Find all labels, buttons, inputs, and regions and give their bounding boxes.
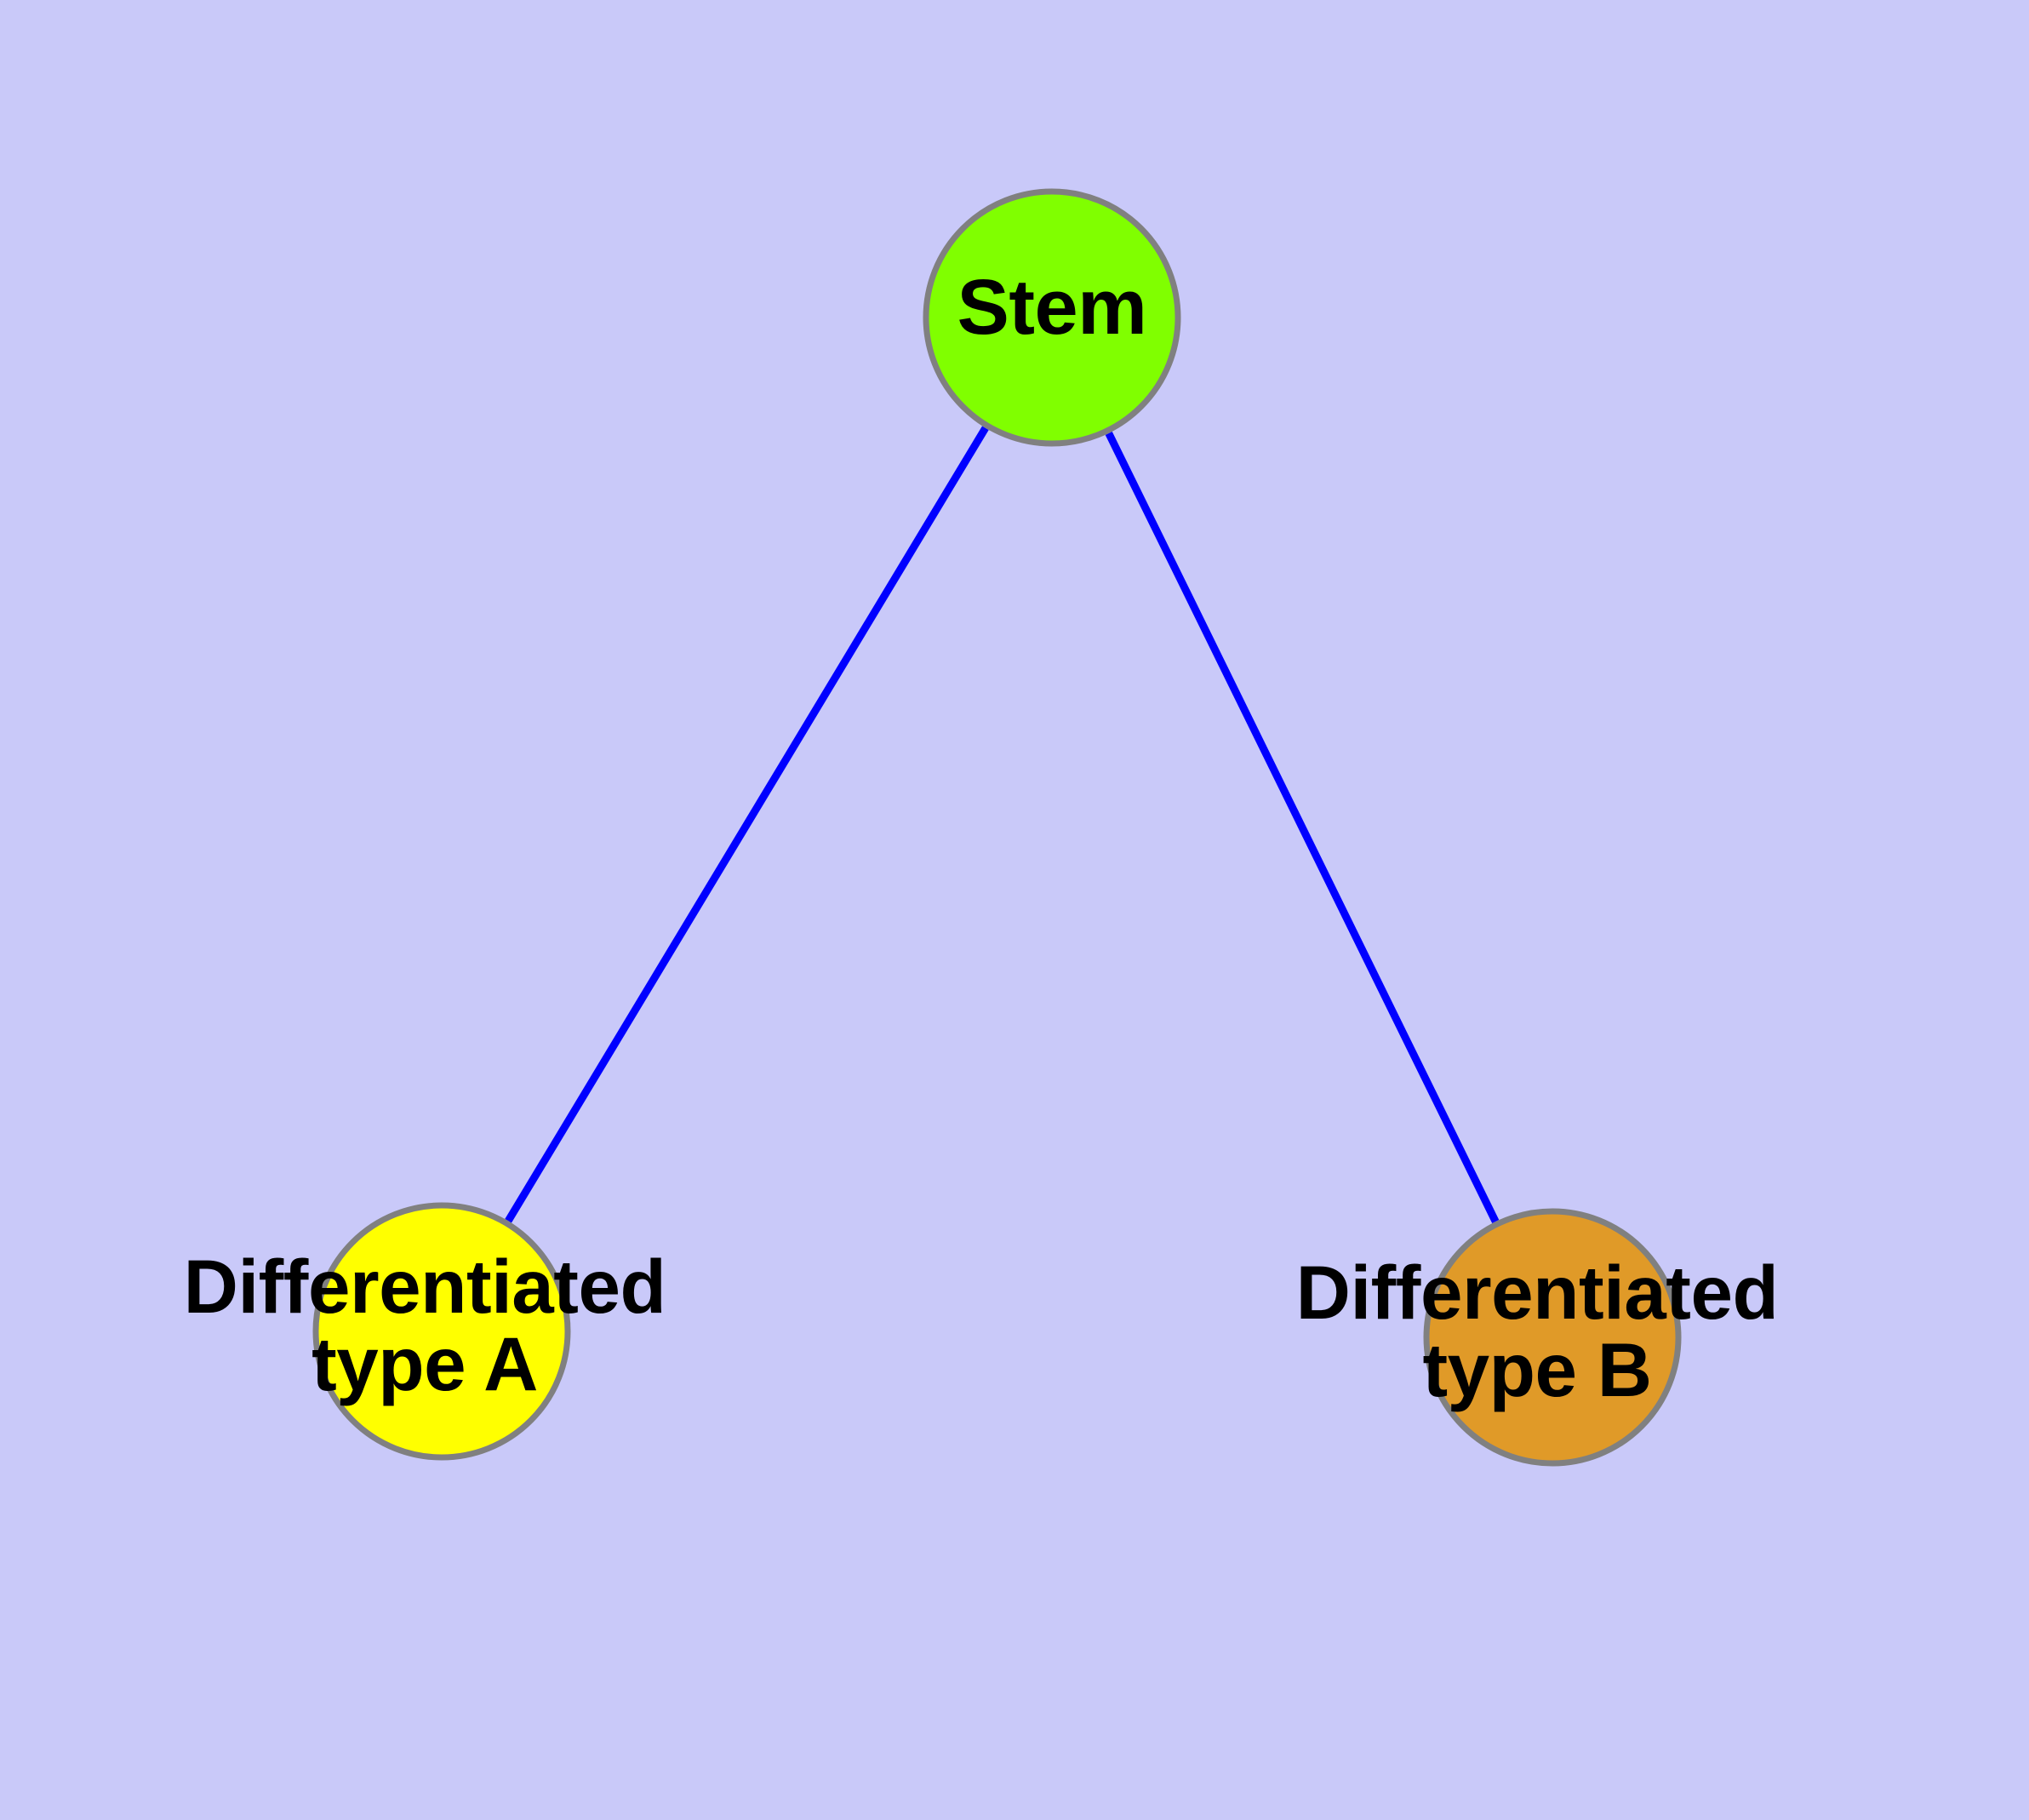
nodes-layer: [312, 188, 1682, 1467]
graph-node-stem[interactable]: [923, 188, 1181, 447]
graph-edge-stem-to-type-b[interactable]: [1105, 432, 1500, 1223]
edges-layer: [505, 426, 1500, 1223]
graph-node-type-b[interactable]: [1423, 1208, 1682, 1467]
graph-node-type-a[interactable]: [312, 1202, 571, 1461]
graph-edge-stem-to-type-a[interactable]: [505, 426, 989, 1223]
